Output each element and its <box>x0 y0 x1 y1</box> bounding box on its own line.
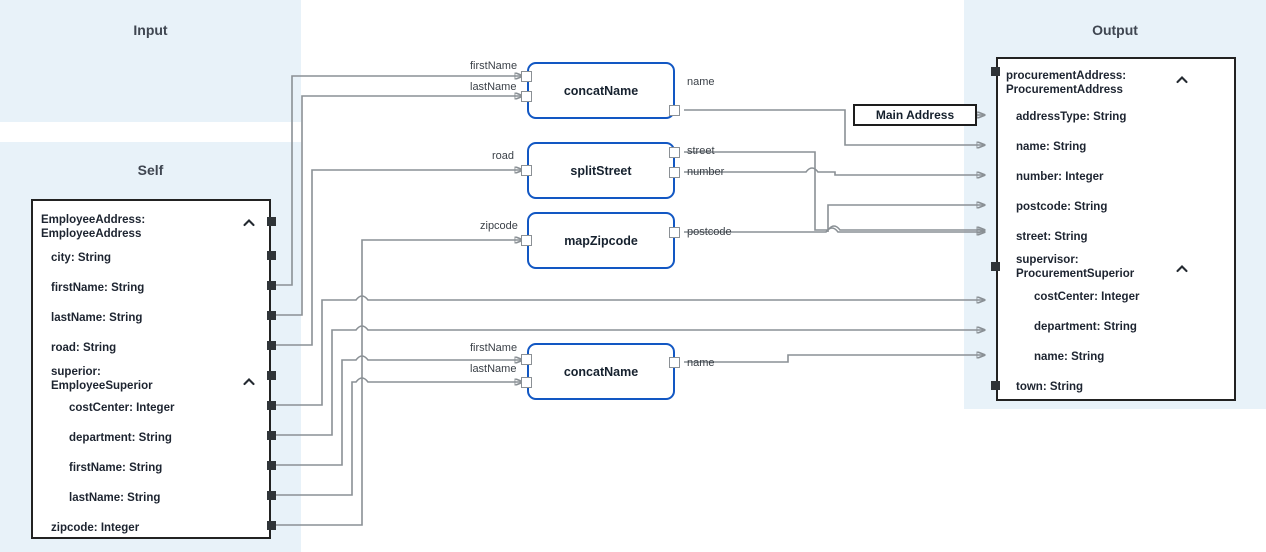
self-field-road[interactable]: road: String <box>51 342 117 354</box>
port-label-name-1: name <box>687 76 715 88</box>
port-label-lastname-2: lastName <box>470 363 517 375</box>
output-field-sup-name[interactable]: name: String <box>1034 351 1105 363</box>
port-label-road: road <box>492 150 515 162</box>
panel-output-title: Output <box>1092 22 1138 38</box>
self-field-firstname[interactable]: firstName: String <box>51 282 145 294</box>
constant-label: Main Address <box>875 108 955 122</box>
output-field-department[interactable]: department: String <box>1034 321 1137 333</box>
port-out-number[interactable] <box>669 167 680 178</box>
self-port-lastname[interactable] <box>267 311 276 320</box>
self-port-sup-lastname[interactable] <box>267 491 276 500</box>
output-port-root[interactable] <box>991 67 1000 76</box>
output-field-number[interactable]: number: Integer <box>1016 171 1104 183</box>
function-node-concatname-2[interactable]: concatName <box>527 343 675 400</box>
port-label-firstname-1: firstName <box>470 60 518 72</box>
port-in-zipcode[interactable] <box>521 235 532 246</box>
self-port-costcenter[interactable] <box>267 401 276 410</box>
port-label-zipcode: zipcode <box>480 220 518 232</box>
self-port-firstname[interactable] <box>267 281 276 290</box>
output-structure-box[interactable]: procurementAddress: ProcurementAddress a… <box>996 57 1236 401</box>
output-field-street[interactable]: street: String <box>1016 231 1088 243</box>
output-port-supervisor[interactable] <box>991 262 1000 271</box>
self-field-sup-lastname[interactable]: lastName: String <box>69 492 161 504</box>
self-field-costcenter[interactable]: costCenter: Integer <box>69 402 175 414</box>
self-field-sup-firstname[interactable]: firstName: String <box>69 462 163 474</box>
output-field-supervisor[interactable]: supervisor: ProcurementSuperior <box>1016 254 1135 280</box>
function-node-splitstreet[interactable]: splitStreet <box>527 142 675 199</box>
output-field-name[interactable]: name: String <box>1016 141 1087 153</box>
port-out-name-1[interactable] <box>669 105 680 116</box>
output-field-postcode[interactable]: postcode: String <box>1016 201 1108 213</box>
function-node-mapzipcode[interactable]: mapZipcode <box>527 212 675 269</box>
self-port-superior[interactable] <box>267 371 276 380</box>
port-label-lastname-1: lastName <box>470 81 517 93</box>
chevron-up-icon-supervisor[interactable] <box>1175 262 1189 276</box>
self-header-label: EmployeeAddress: EmployeeAddress <box>41 214 146 240</box>
port-in-lastname-2[interactable] <box>521 377 532 388</box>
port-in-lastname-1[interactable] <box>521 91 532 102</box>
self-port-department[interactable] <box>267 431 276 440</box>
output-port-town[interactable] <box>991 381 1000 390</box>
chevron-up-icon-output[interactable] <box>1175 73 1189 87</box>
constant-main-address[interactable]: Main Address <box>853 104 977 126</box>
port-out-name-2[interactable] <box>669 357 680 368</box>
panel-input: Input <box>0 0 301 122</box>
function-node-concatname-1[interactable]: concatName <box>527 62 675 119</box>
self-field-superior[interactable]: superior: EmployeeSuperior <box>51 366 153 392</box>
chevron-up-icon[interactable] <box>242 216 256 230</box>
output-field-town[interactable]: town: String <box>1016 381 1084 393</box>
self-field-lastname[interactable]: lastName: String <box>51 312 143 324</box>
port-in-road[interactable] <box>521 165 532 176</box>
self-port-sup-firstname[interactable] <box>267 461 276 470</box>
port-in-firstname-2[interactable] <box>521 354 532 365</box>
self-field-zipcode[interactable]: zipcode: Integer <box>51 522 140 534</box>
port-label-name-2: name <box>687 357 715 369</box>
self-field-department[interactable]: department: String <box>69 432 172 444</box>
self-port-zipcode[interactable] <box>267 521 276 530</box>
port-label-postcode: postcode <box>687 226 732 238</box>
self-structure-box[interactable]: EmployeeAddress: EmployeeAddress city: S… <box>31 199 271 539</box>
function-label: splitStreet <box>570 163 632 178</box>
chevron-up-icon-superior[interactable] <box>242 375 256 389</box>
self-port-road[interactable] <box>267 341 276 350</box>
port-out-postcode[interactable] <box>669 227 680 238</box>
output-field-addresstype[interactable]: addressType: String <box>1016 111 1127 123</box>
function-label: concatName <box>563 83 639 98</box>
self-field-city[interactable]: city: String <box>51 252 112 264</box>
function-label: concatName <box>563 364 639 379</box>
port-label-street: street <box>687 145 715 157</box>
port-label-firstname-2: firstName <box>470 342 518 354</box>
output-field-costcenter[interactable]: costCenter: Integer <box>1034 291 1140 303</box>
panel-input-title: Input <box>133 22 168 38</box>
output-header-label: procurementAddress: ProcurementAddress <box>1006 70 1127 96</box>
port-in-firstname-1[interactable] <box>521 71 532 82</box>
port-out-street[interactable] <box>669 147 680 158</box>
function-label: mapZipcode <box>564 233 638 248</box>
panel-self-title: Self <box>137 162 164 178</box>
port-label-number: number <box>687 166 725 178</box>
self-port-root[interactable] <box>267 217 276 226</box>
self-port-city[interactable] <box>267 251 276 260</box>
